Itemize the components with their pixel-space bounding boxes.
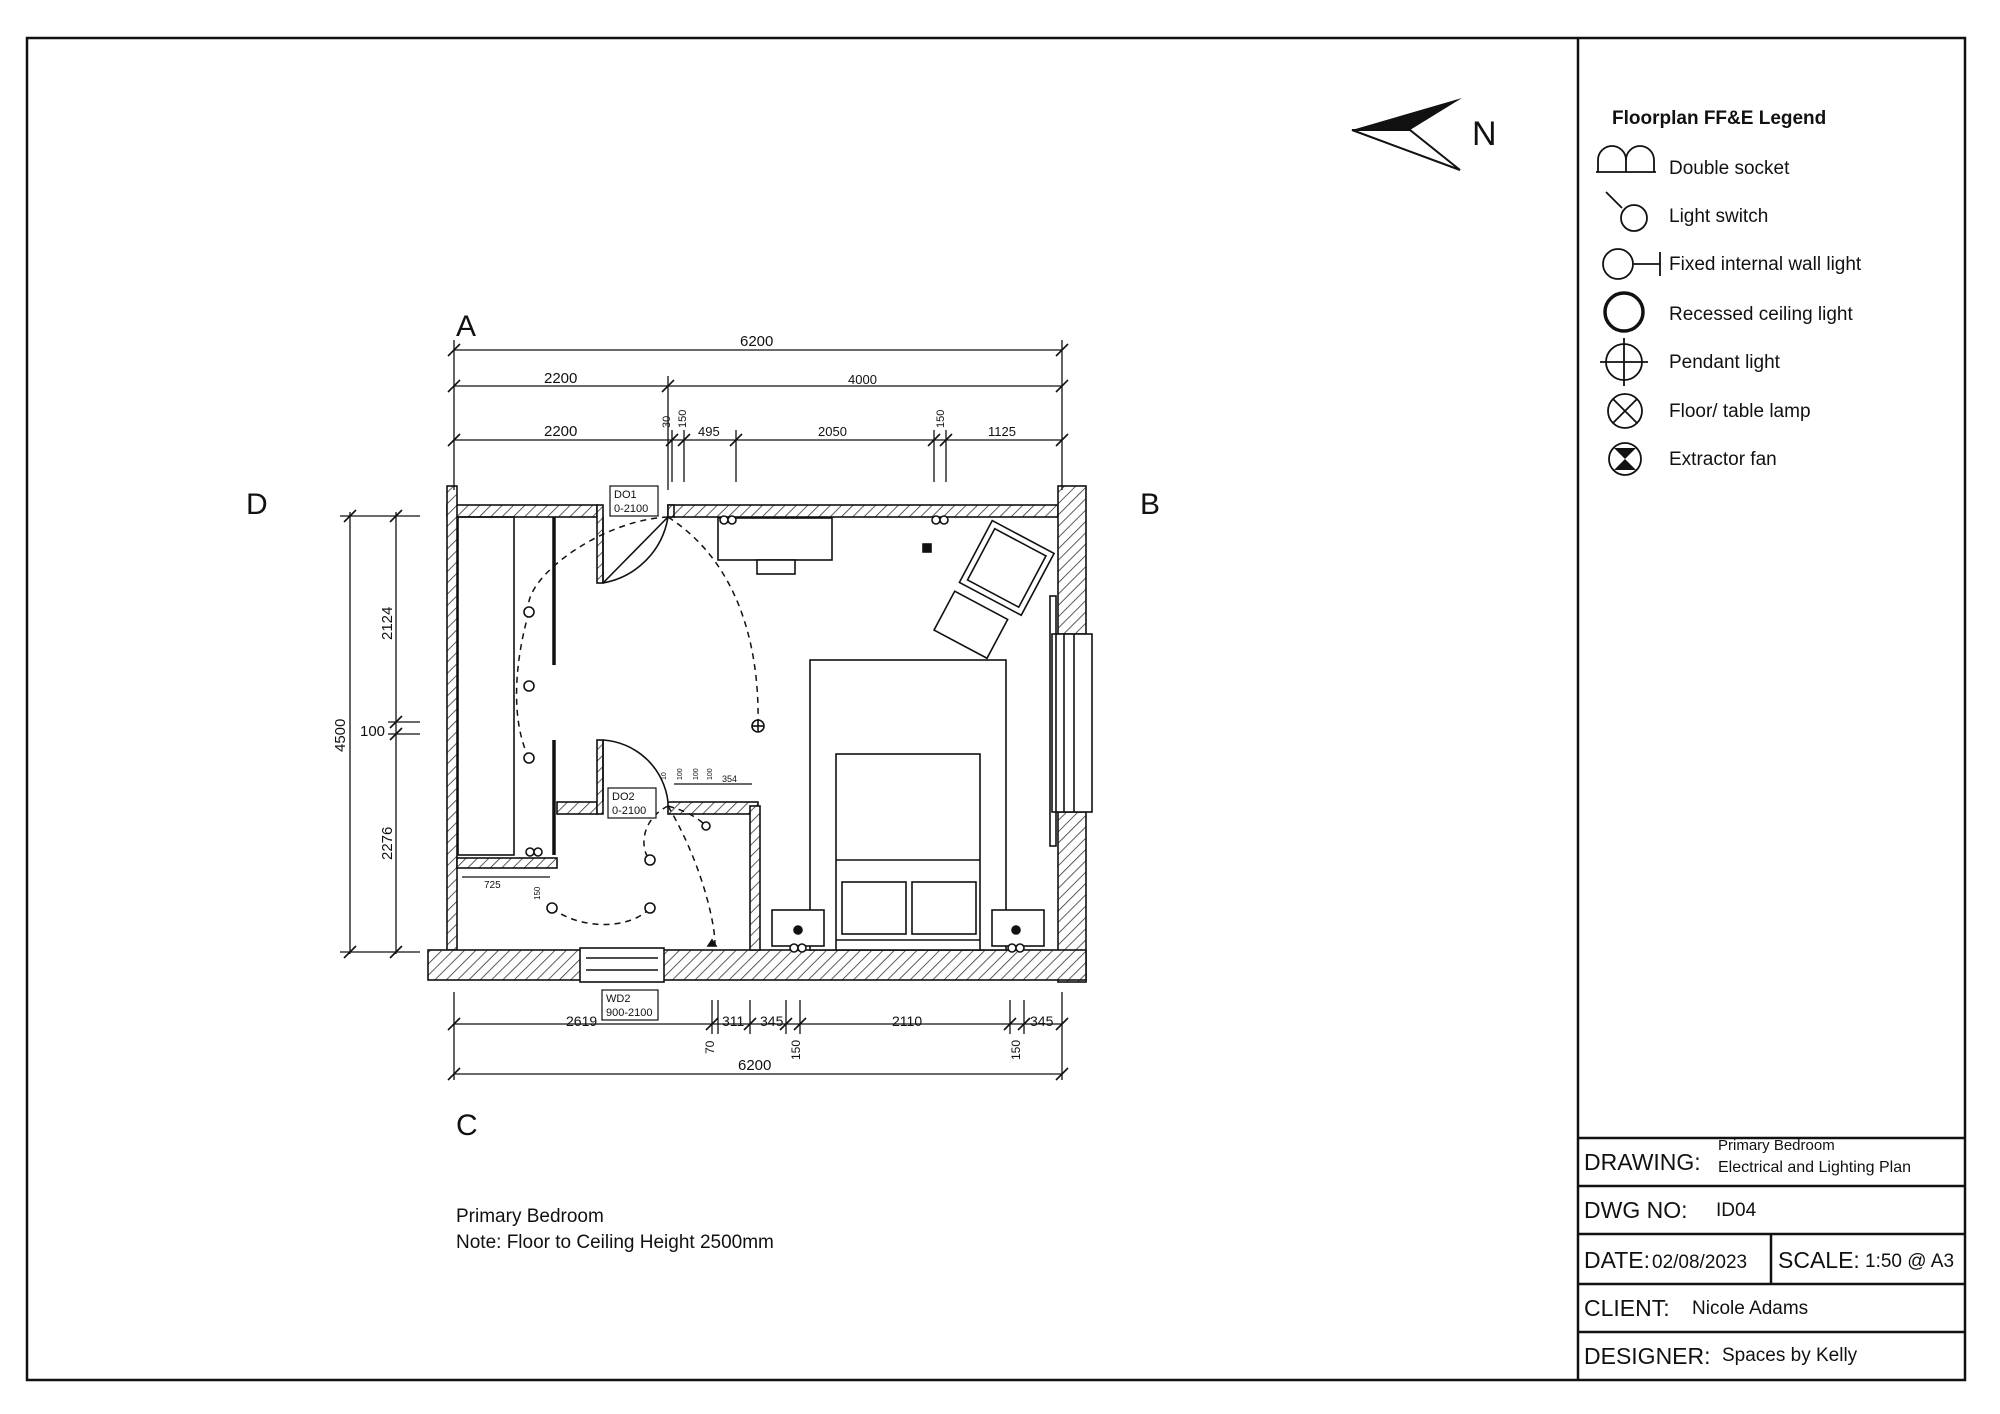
scale-label: SCALE: xyxy=(1778,1247,1860,1273)
dim-bottom-150b: 150 xyxy=(1009,1040,1023,1060)
dimension-labels: 6200 2200 4000 2200 30 150 495 2050 150 … xyxy=(332,333,1054,1074)
dimension-lines xyxy=(340,340,1063,1080)
title-block: DRAWING: Primary Bedroom Electrical and … xyxy=(1578,1136,1965,1369)
pendant-light-icon xyxy=(1600,338,1648,386)
client-value: Nicole Adams xyxy=(1692,1298,1808,1319)
dim-row2-2200: 2200 xyxy=(544,423,577,440)
sheet-border xyxy=(25,36,1967,1382)
section-label-c: C xyxy=(456,1109,478,1142)
dwg-no-value: ID04 xyxy=(1716,1200,1757,1221)
light-switch-icon xyxy=(1605,191,1648,232)
dim-bottom-2619: 2619 xyxy=(566,1013,597,1029)
opening-tag-do1: DO1 0-2100 xyxy=(609,485,659,517)
drawing-value-line2: Electrical and Lighting Plan xyxy=(1718,1159,1911,1176)
dim-row2-30: 30 xyxy=(661,416,673,428)
dim-internal-150: 150 xyxy=(533,886,542,900)
dim-top-overall: 6200 xyxy=(740,333,773,350)
floor-plan: DO1 0-2100 DO2 0-2100 WD2 900-2100 xyxy=(427,485,1093,1021)
section-label-b: B xyxy=(1140,488,1160,521)
wall-light-icon xyxy=(1602,248,1661,280)
svg-text:900-2100: 900-2100 xyxy=(606,1007,653,1019)
door-do2 xyxy=(602,739,669,803)
dim-small-100b: 100 xyxy=(693,768,700,780)
dim-small-10: 10 xyxy=(661,772,668,780)
svg-text:0-2100: 0-2100 xyxy=(614,503,648,515)
dim-top-2200: 2200 xyxy=(544,370,577,387)
dim-small-100a: 100 xyxy=(677,768,684,780)
opening-tag-do2: DO2 0-2100 xyxy=(607,787,657,819)
svg-text:DO1: DO1 xyxy=(614,489,637,501)
dimension-ticks xyxy=(343,343,1069,1081)
legend-title: Floorplan FF&E Legend xyxy=(1612,108,1826,129)
legend-item-label: Extractor fan xyxy=(1669,449,1777,470)
recessed-light-icon xyxy=(1603,291,1645,333)
lighting-circuit xyxy=(515,516,759,946)
fixtures xyxy=(523,515,1025,953)
svg-text:DO2: DO2 xyxy=(612,791,635,803)
legend-item-label: Recessed ceiling light xyxy=(1669,304,1853,325)
dim-bottom-2110: 2110 xyxy=(892,1013,922,1029)
note-room-name: Primary Bedroom xyxy=(456,1206,604,1227)
dim-left-2276: 2276 xyxy=(379,827,396,860)
armchair xyxy=(932,519,1056,660)
drawing-value-line1: Primary Bedroom xyxy=(1718,1137,1835,1154)
date-label: DATE: xyxy=(1584,1247,1650,1273)
scale-value: 1:50 @ A3 xyxy=(1865,1251,1954,1272)
svg-text:0-2100: 0-2100 xyxy=(612,805,646,817)
dim-bottom-345a: 345 xyxy=(760,1013,784,1029)
dim-left-100: 100 xyxy=(360,723,385,740)
north-arrow-icon xyxy=(1351,98,1462,171)
north-label: N xyxy=(1472,115,1497,153)
legend-item-label: Light switch xyxy=(1669,206,1768,227)
dim-row2-150a: 150 xyxy=(677,410,689,428)
extractor-fan-icon xyxy=(1608,442,1642,476)
dim-row2-1125: 1125 xyxy=(988,424,1016,439)
dim-left-overall: 4500 xyxy=(332,719,349,752)
legend-item-label: Pendant light xyxy=(1669,352,1781,373)
opening-tag-wd2: WD2 900-2100 xyxy=(601,989,659,1021)
wardrobe xyxy=(457,516,556,856)
dim-row2-150b: 150 xyxy=(935,410,947,428)
legend-item-label: Double socket xyxy=(1669,158,1790,179)
section-label-a: A xyxy=(456,310,476,343)
window-right xyxy=(1049,595,1093,847)
dim-bottom-150a: 150 xyxy=(789,1040,803,1060)
desk xyxy=(717,517,833,575)
floor-lamp-icon xyxy=(1607,393,1643,429)
door-do1 xyxy=(602,516,669,584)
drawing-label: DRAWING: xyxy=(1584,1149,1701,1175)
legend: Floorplan FF&E Legend Double socket Ligh… xyxy=(1596,108,1862,476)
note-ceiling-height: Note: Floor to Ceiling Height 2500mm xyxy=(456,1232,774,1253)
dim-bottom-345b: 345 xyxy=(1030,1013,1054,1029)
window-bottom xyxy=(579,947,665,983)
dim-row2-2050: 2050 xyxy=(818,424,847,439)
dim-internal-354: 354 xyxy=(722,774,737,784)
legend-item-label: Floor/ table lamp xyxy=(1669,401,1811,422)
dim-left-2124: 2124 xyxy=(379,607,396,640)
dim-bottom-overall: 6200 xyxy=(738,1057,771,1074)
designer-value: Spaces by Kelly xyxy=(1722,1345,1858,1366)
client-label: CLIENT: xyxy=(1584,1295,1670,1321)
double-socket-icon xyxy=(1596,145,1656,173)
section-label-d: D xyxy=(246,488,268,521)
legend-item-label: Fixed internal wall light xyxy=(1669,254,1862,275)
dim-bottom-311: 311 xyxy=(722,1013,745,1029)
dim-bottom-70: 70 xyxy=(703,1040,717,1054)
dim-top-4000: 4000 xyxy=(848,372,877,387)
dim-internal-725: 725 xyxy=(484,880,501,891)
dim-small-100c: 100 xyxy=(707,768,714,780)
svg-text:WD2: WD2 xyxy=(606,993,630,1005)
bed xyxy=(809,659,1007,951)
date-value: 02/08/2023 xyxy=(1652,1252,1747,1273)
dwg-no-label: DWG NO: xyxy=(1584,1197,1688,1223)
dim-row2-495: 495 xyxy=(698,424,720,439)
designer-label: DESIGNER: xyxy=(1584,1343,1711,1369)
